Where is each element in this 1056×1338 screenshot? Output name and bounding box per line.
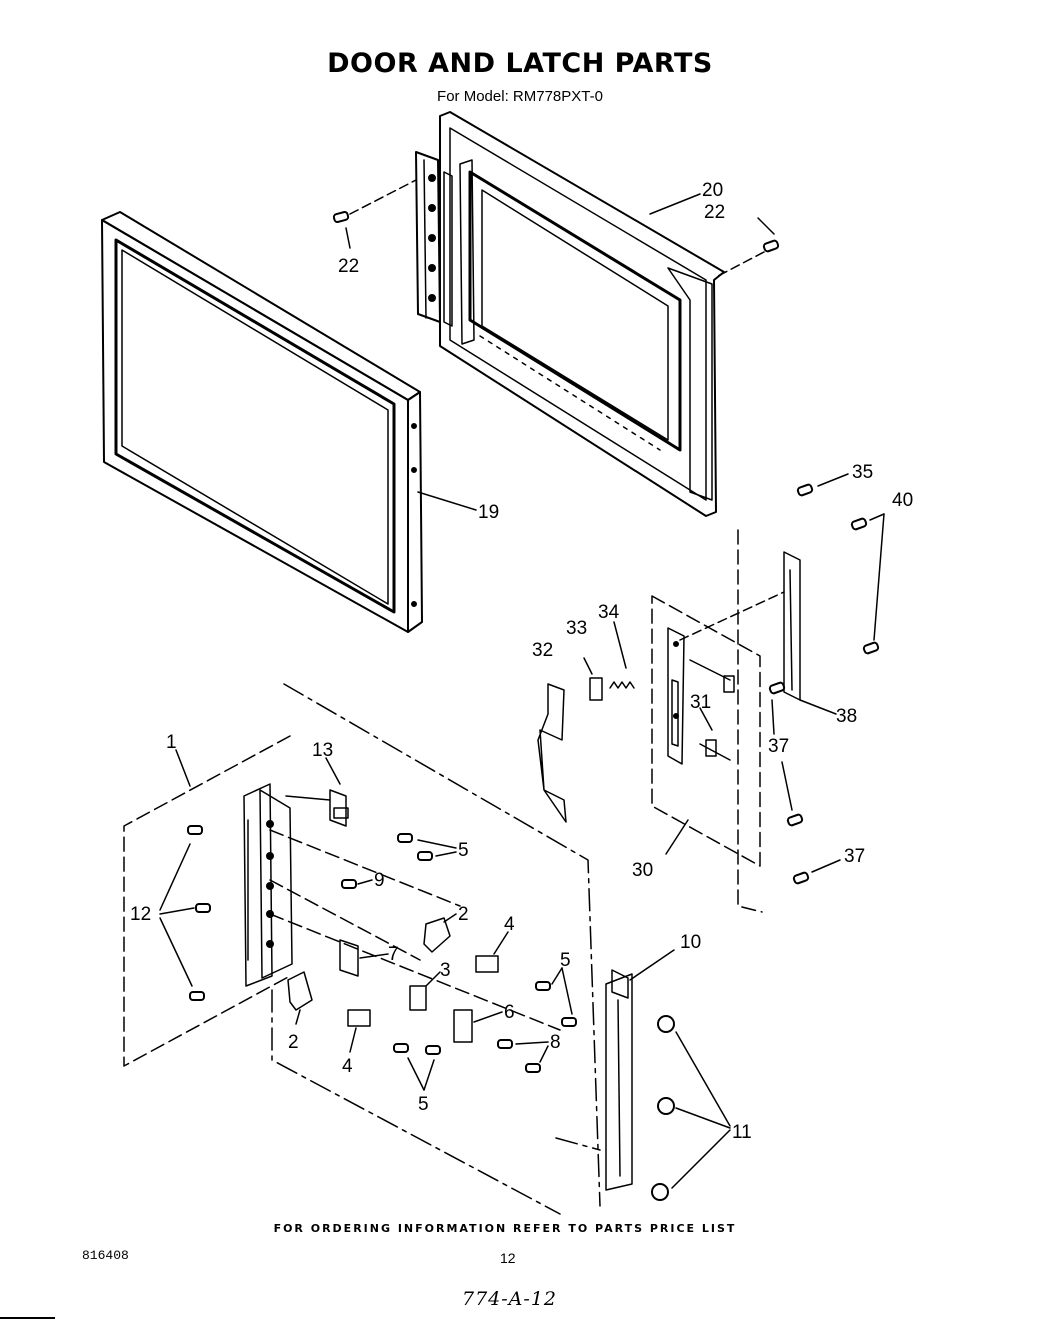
- callout-13: 13: [312, 740, 333, 761]
- page-number: 12: [500, 1250, 516, 1266]
- callout-33: 33: [566, 618, 587, 639]
- screw-part-40: [850, 513, 885, 655]
- spring-part-34: [609, 621, 635, 689]
- model-subtitle: For Model: RM778PXT-0: [437, 88, 603, 105]
- callout-3: 3: [440, 960, 451, 981]
- latch-mount-bracket-part-38: [679, 529, 801, 913]
- latch-bracket-box-part-30: [651, 595, 761, 867]
- callout-34: 34: [598, 602, 620, 623]
- callout-20: 20: [702, 180, 723, 201]
- latch-plate-box-part-1: [123, 683, 601, 1215]
- callout-19: 19: [478, 502, 499, 523]
- callout-5-upper: 5: [458, 840, 469, 861]
- callout-5-lower: 5: [418, 1094, 429, 1115]
- callout-37-upper: 37: [768, 736, 789, 757]
- door-panel-part-20: [439, 111, 725, 517]
- screw-part-35: [796, 473, 849, 497]
- callout-10: 10: [680, 932, 701, 953]
- callout-labels: 20 22 22 19 35 40 34 33 32 31 38 37 37 3…: [130, 180, 913, 1143]
- latch-plate-part-1: [243, 783, 561, 1031]
- corner-rule: [0, 1317, 55, 1319]
- callout-35: 35: [852, 462, 873, 483]
- screw-part-5: [393, 833, 577, 1091]
- callout-4-upper: 4: [504, 914, 515, 935]
- latch-hook-part-33: [583, 657, 603, 701]
- bracket-part-13: [325, 757, 349, 827]
- switch-part-31: [699, 675, 735, 757]
- callout-31: 31: [690, 692, 711, 713]
- screw-part-8: [497, 1039, 549, 1073]
- callout-5-middle: 5: [560, 950, 571, 971]
- callout-6: 6: [504, 1002, 515, 1023]
- ordering-info-footer: FOR ORDERING INFORMATION REFER TO PARTS …: [273, 1222, 737, 1235]
- door-frame-part-19: [101, 211, 423, 633]
- callout-22-right: 22: [704, 202, 725, 223]
- pin-part-11: [651, 1015, 731, 1201]
- screw-part-9: [341, 879, 373, 889]
- screw-part-22-right: [717, 217, 780, 277]
- handwritten-note: 774-A-12: [462, 1288, 558, 1310]
- screw-part-12: [159, 825, 211, 1001]
- document-number: 816408: [82, 1248, 129, 1263]
- callout-2-lower: 2: [288, 1032, 299, 1053]
- callout-37-lower: 37: [844, 846, 865, 867]
- page-title: DOOR AND LATCH PARTS: [327, 48, 713, 79]
- pad-part-7: [339, 939, 389, 977]
- hinge-strip: [415, 151, 453, 327]
- callout-7: 7: [388, 944, 399, 965]
- callout-22-left: 22: [338, 256, 359, 277]
- slider-part-4: [347, 931, 509, 1053]
- callout-30: 30: [632, 860, 653, 881]
- callout-1: 1: [166, 732, 177, 753]
- callout-9: 9: [374, 870, 385, 891]
- callout-4-lower: 4: [342, 1056, 353, 1077]
- callout-40: 40: [892, 490, 913, 511]
- latch-lever-part-32: [537, 683, 567, 823]
- catch-part-3: [409, 971, 441, 1011]
- callout-2-upper: 2: [458, 904, 469, 925]
- callout-8: 8: [550, 1032, 561, 1053]
- catch-part-6: [453, 1009, 503, 1043]
- screw-part-22-left: [332, 179, 417, 249]
- callout-11: 11: [732, 1122, 752, 1143]
- callout-12: 12: [130, 904, 151, 925]
- screw-part-37: [768, 681, 841, 885]
- cam-part-2: [287, 913, 457, 1025]
- callout-32: 32: [532, 640, 553, 661]
- latch-rail-part-10: [605, 949, 675, 1191]
- callout-38: 38: [836, 706, 857, 727]
